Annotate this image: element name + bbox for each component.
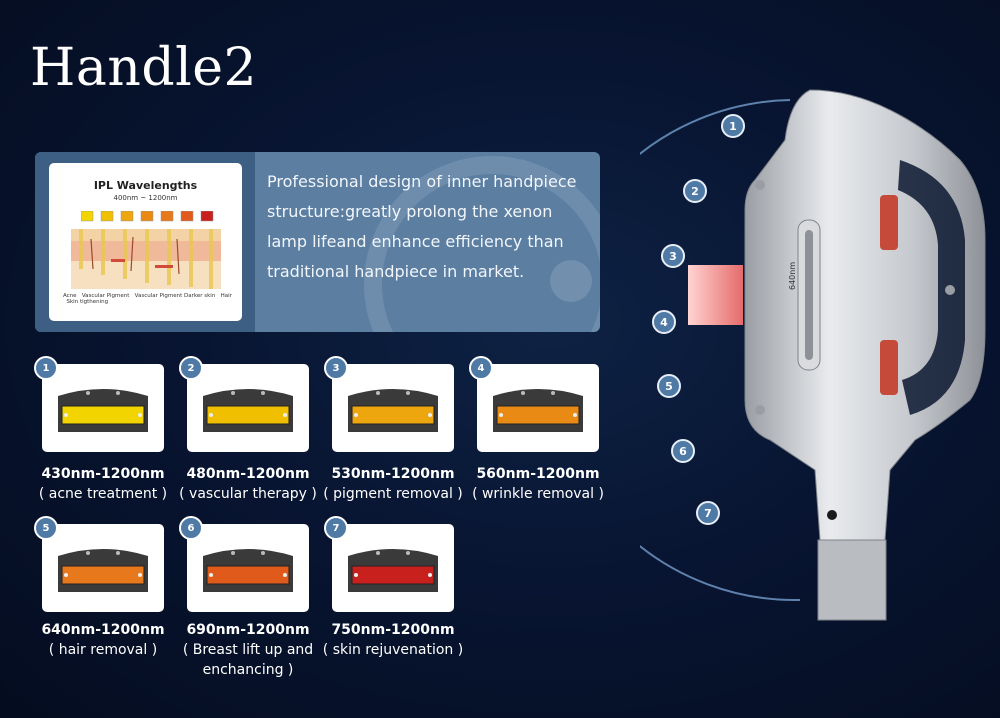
caption-vascular: Vascular Pigment — [81, 293, 130, 299]
filter-card-4: 4 — [469, 356, 599, 452]
filter-crystal-icon — [203, 389, 293, 432]
filter-wavelength: 560nm-1200nm — [476, 466, 600, 482]
marker-3: 3 — [661, 244, 685, 268]
info-image-frame: IPL Wavelengths 400nm ~ 1200nm — [35, 152, 255, 332]
filter-number: 6 — [179, 516, 203, 540]
filter-label-6: 690nm-1200nm ( Breast lift up and enchanc… — [168, 620, 328, 680]
info-panel: IPL Wavelengths 400nm ~ 1200nm — [35, 152, 600, 332]
filter-wavelength: 750nm-1200nm — [331, 622, 455, 638]
marker-5: 5 — [657, 374, 681, 398]
filter-description: ( Breast lift up and enchancing ) — [182, 642, 314, 678]
filter-number: 2 — [179, 356, 203, 380]
handpiece-illustration: 640nm — [544, 89, 986, 621]
skin-layers-illustration — [71, 229, 221, 289]
filter-label-5: 640nm-1200nm ( hair removal ) — [23, 620, 183, 660]
filter-label-3: 530nm-1200nm ( pigment removal ) — [313, 464, 473, 504]
caption-acne: Acne — [63, 293, 77, 299]
filter-wavelength: 480nm-1200nm — [186, 466, 310, 482]
filter-card-1: 1 — [34, 356, 164, 452]
filter-label-2: 480nm-1200nm ( vascular therapy ) — [168, 464, 328, 504]
ipl-wavelengths-image: IPL Wavelengths 400nm ~ 1200nm — [49, 163, 242, 321]
filter-description: ( vascular therapy ) — [179, 486, 317, 502]
image-title: IPL Wavelengths — [93, 179, 198, 192]
filter-number: 4 — [469, 356, 493, 380]
filter-card-5: 5 — [34, 516, 164, 612]
filter-card-3: 3 — [324, 356, 454, 452]
caption-vascular-dark: Vascular Pigment Darker skin — [134, 293, 216, 299]
marker-6: 6 — [671, 439, 695, 463]
info-description: Professional design of inner handpiece s… — [267, 172, 577, 281]
decorative-dot — [550, 260, 592, 302]
filter-wavelength: 690nm-1200nm — [186, 622, 310, 638]
filter-crystal-icon — [58, 389, 148, 432]
filter-crystal-icon — [203, 549, 293, 592]
filter-crystal-icon — [58, 549, 148, 592]
caption-skin: Skin tigthening — [66, 299, 109, 305]
filter-description: ( skin rejuvenation ) — [322, 642, 464, 658]
marker-1: 1 — [721, 114, 745, 138]
filter-wavelength: 430nm-1200nm — [41, 466, 165, 482]
filter-number: 7 — [324, 516, 348, 540]
filter-crystal-icon — [493, 389, 583, 432]
filter-card-6: 6 — [179, 516, 309, 612]
filter-card-2: 2 — [179, 356, 309, 452]
filter-label-1: 430nm-1200nm ( acne treatment ) — [23, 464, 183, 504]
filter-swatches — [81, 211, 214, 222]
filter-description: ( hair removal ) — [48, 642, 158, 658]
page-title: Handle2 — [30, 38, 258, 98]
filter-description: ( pigment removal ) — [323, 486, 463, 502]
marker-4: 4 — [652, 310, 676, 334]
caption-hair: Hair — [220, 293, 232, 299]
filter-label-7: 750nm-1200nm ( skin rejuvenation ) — [313, 620, 473, 660]
filter-description: ( acne treatment ) — [38, 486, 168, 502]
filter-wavelength: 530nm-1200nm — [331, 466, 455, 482]
image-subtitle: 400nm ~ 1200nm — [113, 194, 178, 202]
filter-number: 3 — [324, 356, 348, 380]
marker-7: 7 — [696, 501, 720, 525]
handpiece-device: 640nm 1 2 3 4 5 6 7 — [544, 80, 1000, 644]
image-captions: Acne Vascular Pigment Vascular Pigment D… — [63, 293, 238, 305]
filter-wavelength: 640nm-1200nm — [41, 622, 165, 638]
svg-text:640nm: 640nm — [788, 262, 797, 290]
filter-number: 1 — [34, 356, 58, 380]
filter-label-4: 560nm-1200nm ( wrinkle removal ) — [458, 464, 618, 504]
filter-description: ( wrinkle removal ) — [472, 486, 604, 502]
filter-number: 5 — [34, 516, 58, 540]
filter-crystal-icon — [348, 549, 438, 592]
filter-crystal-icon — [348, 389, 438, 432]
filter-card-7: 7 — [324, 516, 454, 612]
marker-2: 2 — [683, 179, 707, 203]
